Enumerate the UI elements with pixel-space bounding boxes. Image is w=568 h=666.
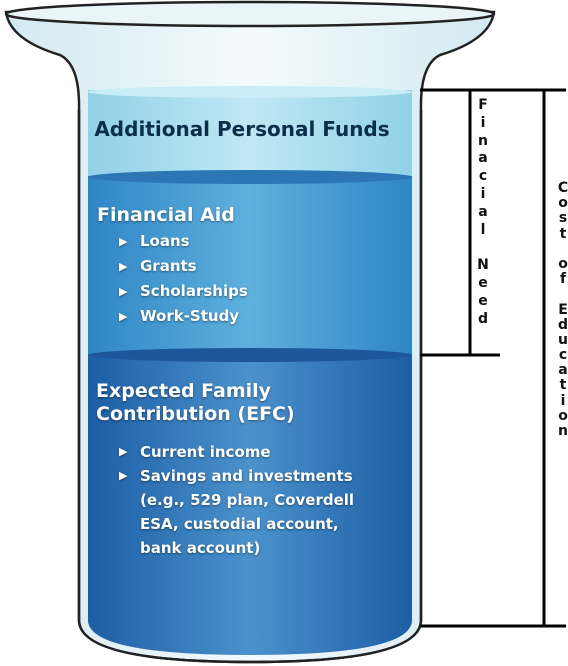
list-item-label: Loans bbox=[140, 232, 190, 250]
layer-personal-funds bbox=[88, 90, 412, 178]
vertical-letter: i bbox=[480, 185, 486, 202]
vertical-letter bbox=[473, 239, 493, 257]
efc-title-line1: Expected Family bbox=[96, 380, 272, 402]
vertical-letter: s bbox=[558, 210, 568, 227]
vertical-letter: u bbox=[558, 331, 568, 348]
efc-title-line2: Contribution (EFC) bbox=[96, 402, 295, 425]
vertical-letter bbox=[553, 287, 568, 302]
vertical-letter: d bbox=[557, 316, 568, 333]
vertical-letter: t bbox=[559, 377, 567, 394]
efc-surface bbox=[88, 348, 412, 362]
financial-aid-list: ▶ Loans ▶ Grants ▶ Scholarships ▶ Work-Study bbox=[117, 229, 248, 329]
list-item-label: Work-Study bbox=[140, 307, 240, 325]
vertical-letter: a bbox=[478, 203, 488, 220]
layer-efc bbox=[88, 354, 412, 655]
financial-aid-surface bbox=[88, 170, 412, 184]
bullet-arrow-icon: ▶ bbox=[119, 235, 128, 248]
vertical-letter: d bbox=[477, 310, 489, 327]
vertical-letter: e bbox=[478, 274, 488, 291]
layer-financial-aid bbox=[88, 176, 412, 358]
list-item: ▶ Scholarships bbox=[117, 279, 248, 304]
efc-title: Expected Family Contribution (EFC) bbox=[96, 380, 356, 426]
vertical-letter: l bbox=[480, 221, 486, 238]
vertical-letter: o bbox=[558, 407, 568, 424]
vertical-letter: a bbox=[478, 150, 488, 167]
list-item: ▶ Grants bbox=[117, 254, 248, 279]
personal-funds-title: Additional Personal Funds bbox=[94, 117, 390, 141]
bullet-arrow-icon: ▶ bbox=[119, 469, 128, 482]
vertical-letter: n bbox=[558, 423, 568, 439]
bullet-arrow-icon: ▶ bbox=[119, 260, 128, 273]
list-item-label: Current income bbox=[140, 443, 271, 461]
vertical-letter: a bbox=[558, 362, 568, 379]
vertical-letter: o bbox=[558, 195, 568, 212]
bullet-arrow-icon: ▶ bbox=[119, 310, 128, 323]
list-item-label: Grants bbox=[140, 257, 197, 275]
vertical-letter: e bbox=[478, 292, 488, 309]
efc-example-line: bank account) bbox=[140, 539, 261, 557]
beaker-side-outline bbox=[77, 110, 423, 664]
vertical-letter: i bbox=[480, 114, 486, 131]
vertical-letter: t bbox=[559, 225, 567, 242]
personal-funds-surface bbox=[88, 86, 412, 98]
financial-need-bracket bbox=[420, 88, 500, 357]
vertical-letter: f bbox=[559, 271, 567, 288]
efc-list: ▶ Current income ▶ Savings and investments… bbox=[117, 440, 397, 560]
list-item: ▶ Current income bbox=[117, 440, 397, 464]
vertical-letter: c bbox=[558, 347, 568, 364]
bullet-arrow-icon: ▶ bbox=[119, 285, 128, 298]
list-item-label: Scholarships bbox=[140, 282, 248, 300]
list-item: ▶ Savings and investments (e.g., 529 plan… bbox=[117, 464, 397, 560]
list-item: ▶ Loans bbox=[117, 229, 248, 254]
vertical-letter: i bbox=[560, 392, 566, 409]
list-item: ▶ Work-Study bbox=[117, 304, 248, 329]
list-item-label: Savings and investments bbox=[140, 467, 353, 485]
beaker-rim bbox=[4, 0, 496, 28]
vertical-letter: F bbox=[478, 97, 488, 113]
financial-aid-title: Financial Aid bbox=[97, 204, 235, 226]
vertical-letter bbox=[553, 242, 568, 257]
cost-of-education-bracket bbox=[420, 88, 566, 628]
vertical-letter: N bbox=[477, 257, 489, 274]
bullet-arrow-icon: ▶ bbox=[119, 445, 128, 458]
vertical-letter: n bbox=[478, 132, 488, 149]
vertical-letter: E bbox=[558, 301, 568, 318]
efc-example-line: ESA, custodial account, bbox=[140, 515, 339, 533]
efc-example-line: (e.g., 529 plan, Coverdell bbox=[140, 491, 355, 509]
vertical-letter: o bbox=[558, 255, 568, 272]
vertical-letter: C bbox=[557, 180, 568, 196]
vertical-letter: c bbox=[478, 168, 488, 185]
